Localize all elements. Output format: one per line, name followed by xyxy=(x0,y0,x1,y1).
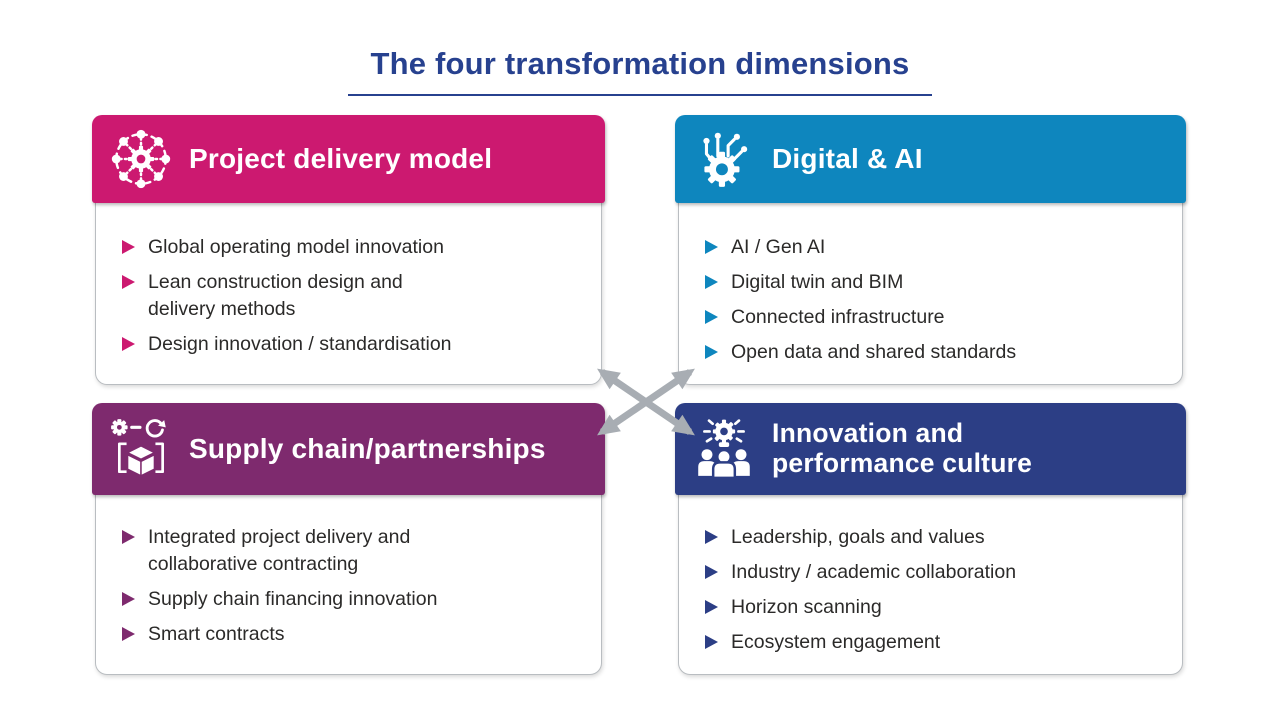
card-body: Integrated project delivery and collabor… xyxy=(95,495,602,675)
triangle-bullet-icon xyxy=(705,344,718,359)
card-body: Leadership, goals and values Industry / … xyxy=(678,495,1183,675)
triangle-bullet-icon xyxy=(705,529,718,544)
list-item: Open data and shared standards xyxy=(705,339,1165,366)
card-header: Innovation and performance culture xyxy=(675,403,1186,495)
triangle-bullet-icon xyxy=(122,591,135,606)
bullet-text: AI / Gen AI xyxy=(731,236,826,258)
triangle-bullet-icon xyxy=(122,626,135,641)
bullet-text: Smart contracts xyxy=(148,623,285,645)
gear-refresh-box-icon xyxy=(108,416,174,482)
triangle-bullet-icon xyxy=(705,274,718,289)
card-header: Project delivery model xyxy=(92,115,605,203)
bullet-text: Supply chain financing innovation xyxy=(148,588,438,610)
bullet-text: Horizon scanning xyxy=(731,596,882,618)
bullet-text: Digital twin and BIM xyxy=(731,271,904,293)
triangle-bullet-icon xyxy=(705,634,718,649)
bullet-list: Integrated project delivery and collabor… xyxy=(122,524,584,648)
team-idea-gear-icon xyxy=(691,416,757,482)
bullet-text: Connected infrastructure xyxy=(731,306,945,328)
card-title: Innovation and performance culture xyxy=(772,418,1033,478)
bullet-list: AI / Gen AI Digital twin and BIM Connect… xyxy=(705,234,1165,366)
bullet-list: Global operating model innovation Lean c… xyxy=(122,234,584,358)
list-item: Global operating model innovation xyxy=(122,234,584,261)
triangle-bullet-icon xyxy=(122,239,135,254)
card-body: Global operating model innovation Lean c… xyxy=(95,203,602,385)
list-item: Integrated project delivery and collabor… xyxy=(122,524,584,578)
bullet-text: Integrated project delivery and collabor… xyxy=(148,526,411,575)
card-header: Supply chain/partnerships xyxy=(92,403,605,495)
triangle-bullet-icon xyxy=(705,239,718,254)
card-title: Supply chain/partnerships xyxy=(189,433,546,465)
triangle-bullet-icon xyxy=(705,564,718,579)
page-title: The four transformation dimensions xyxy=(370,46,910,81)
bullet-text: Industry / academic collaboration xyxy=(731,561,1017,583)
triangle-bullet-icon xyxy=(705,309,718,324)
card-innovation-performance-culture: Innovation and performance culture Leade… xyxy=(675,403,1186,675)
card-supply-chain-partnerships: Supply chain/partnerships Integrated pro… xyxy=(92,403,605,675)
card-header: Digital & AI xyxy=(675,115,1186,203)
triangle-bullet-icon xyxy=(122,336,135,351)
list-item: Horizon scanning xyxy=(705,594,1165,621)
bullet-text: Leadership, goals and values xyxy=(731,526,985,548)
triangle-bullet-icon xyxy=(705,599,718,614)
bullet-text: Global operating model innovation xyxy=(148,236,444,258)
card-project-delivery-model: Project delivery model Global operating … xyxy=(92,115,605,385)
circuit-gear-icon xyxy=(691,126,757,192)
bullet-text: Ecosystem engagement xyxy=(731,631,941,653)
list-item: Design innovation / standardisation xyxy=(122,331,584,358)
list-item: Supply chain financing innovation xyxy=(122,586,584,613)
list-item: AI / Gen AI xyxy=(705,234,1165,261)
list-item: Leadership, goals and values xyxy=(705,524,1165,551)
list-item: Connected infrastructure xyxy=(705,304,1165,331)
network-nodes-gear-icon xyxy=(108,126,174,192)
bullet-text: Design innovation / standardisation xyxy=(148,333,452,355)
triangle-bullet-icon xyxy=(122,274,135,289)
triangle-bullet-icon xyxy=(122,529,135,544)
bullet-text: Lean construction design and delivery me… xyxy=(148,271,403,320)
cross-arrows-connector xyxy=(597,368,695,436)
bullet-list: Leadership, goals and values Industry / … xyxy=(705,524,1165,656)
card-title: Digital & AI xyxy=(772,143,923,175)
list-item: Ecosystem engagement xyxy=(705,629,1165,656)
bullet-text: Open data and shared standards xyxy=(731,341,1017,363)
list-item: Industry / academic collaboration xyxy=(705,559,1165,586)
title-underline xyxy=(348,94,932,96)
list-item: Lean construction design and delivery me… xyxy=(122,269,584,323)
list-item: Smart contracts xyxy=(122,621,584,648)
list-item: Digital twin and BIM xyxy=(705,269,1165,296)
card-digital-ai: Digital & AI AI / Gen AI Digital twin an… xyxy=(675,115,1186,385)
card-title: Project delivery model xyxy=(189,143,493,175)
card-body: AI / Gen AI Digital twin and BIM Connect… xyxy=(678,203,1183,385)
